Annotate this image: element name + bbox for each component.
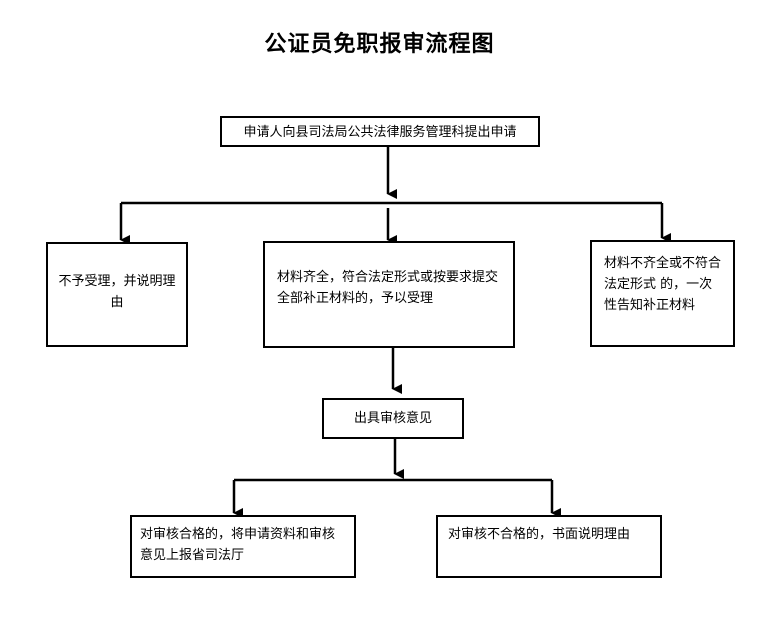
page-title: 公证员免职报审流程图 xyxy=(264,32,495,57)
node-review-text: 出具审核意见 xyxy=(353,411,432,426)
node-accept-text: 材料齐全，符合法定形式或按要求提交全部补正材料的，予以受理 xyxy=(277,270,499,306)
node-incomplete: 材料不齐全或不符合法定形式 的，一次性告知补正材料 xyxy=(590,240,735,347)
node-review: 出具审核意见 xyxy=(322,398,464,439)
node-fail-text: 对审核不合格的，书面说明理由 xyxy=(448,527,631,542)
node-pass: 对审核合格的，将申请资料和审核意见上报省司法厅 xyxy=(130,515,356,578)
node-apply-text: 申请人向县司法局公共法律服务管理科提出申请 xyxy=(243,125,517,140)
node-reject-text: 不予受理，并说明理由 xyxy=(58,274,176,310)
node-pass-text: 对审核合格的，将申请资料和审核意见上报省司法厅 xyxy=(140,527,336,563)
node-fail: 对审核不合格的，书面说明理由 xyxy=(436,515,662,578)
node-incomplete-text: 材料不齐全或不符合法定形式 的，一次性告知补正材料 xyxy=(604,256,722,313)
node-apply: 申请人向县司法局公共法律服务管理科提出申请 xyxy=(220,116,540,147)
node-reject: 不予受理，并说明理由 xyxy=(46,242,188,347)
node-accept: 材料齐全，符合法定形式或按要求提交全部补正材料的，予以受理 xyxy=(263,241,515,348)
